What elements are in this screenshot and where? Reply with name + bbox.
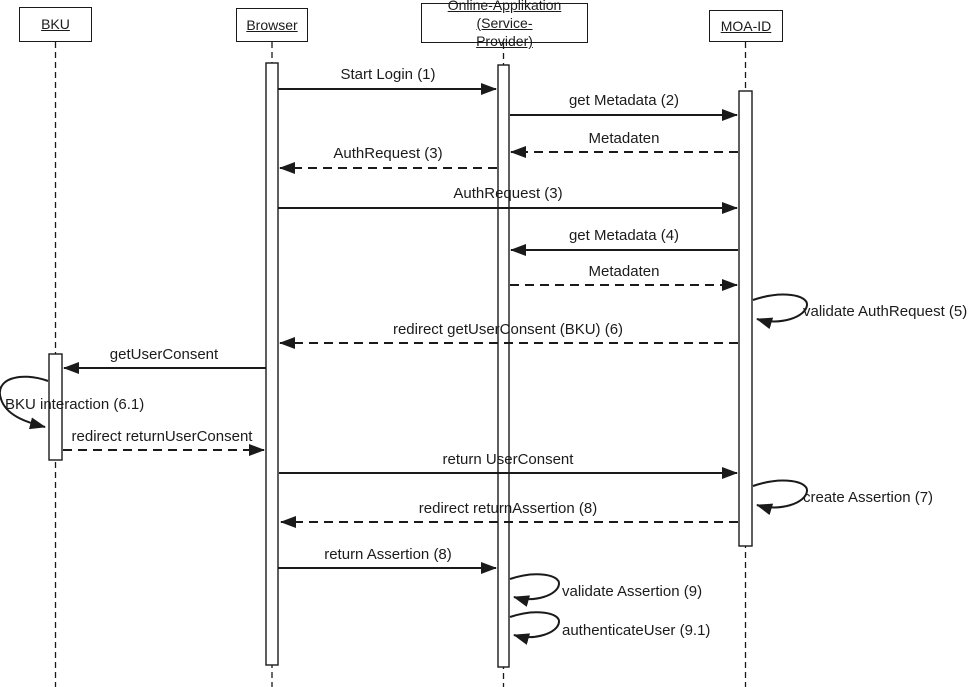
- actor-label-bku: BKU: [41, 16, 70, 33]
- message-label-return-assertion: return Assertion (8): [324, 546, 452, 563]
- selfloop-validate-assertion: [509, 573, 560, 607]
- message-label-authrequest-forward: AuthRequest (3): [453, 185, 563, 202]
- message-label-metadaten-2: Metadaten: [588, 263, 660, 280]
- selfloop-validate-authrequest: [752, 293, 808, 330]
- message-label-start-login: Start Login (1): [340, 66, 436, 83]
- actor-box-online-app: Online-Applikation (Service- Provider): [421, 0, 588, 49]
- actor-box-bku: BKU: [19, 7, 92, 42]
- activation-online-app: [497, 64, 510, 668]
- message-label-authrequest-redirect: AuthRequest (3): [333, 145, 443, 162]
- actor-box-moa-id: MOA-ID: [709, 10, 783, 42]
- activation-browser: [265, 62, 279, 666]
- selfloop-create-assertion: [752, 479, 808, 516]
- message-label-get-metadata-4: get Metadata (4): [568, 227, 680, 244]
- activation-bku: [48, 353, 63, 461]
- selfloop-authenticateuser: [509, 611, 560, 645]
- message-label-redirect-returnuserconsent: redirect returnUserConsent: [71, 428, 253, 445]
- actor-box-browser: Browser: [236, 8, 308, 42]
- message-label-authenticateuser: authenticateUser (9.1): [562, 622, 711, 639]
- message-label-validate-authrequest: validate AuthRequest (5): [803, 303, 968, 320]
- actor-label-browser: Browser: [246, 16, 298, 33]
- actor-label-moa-id: MOA-ID: [720, 17, 772, 34]
- activation-moa-id: [738, 90, 753, 547]
- message-label-redirect-getuserconsent: redirect getUserConsent (BKU) (6): [392, 321, 624, 338]
- selfloop-bku-interaction: [0, 375, 49, 430]
- message-label-getuserconsent: getUserConsent: [109, 346, 219, 363]
- message-label-return-userconsent: return UserConsent: [442, 451, 574, 468]
- message-label-redirect-returnassertion: redirect returnAssertion (8): [418, 500, 598, 517]
- message-label-metadaten-1: Metadaten: [588, 130, 660, 147]
- message-label-get-metadata-2: get Metadata (2): [568, 92, 680, 109]
- message-label-validate-assertion: validate Assertion (9): [562, 583, 703, 600]
- message-label-create-assertion: create Assertion (7): [803, 489, 934, 506]
- actor-label-online-app: Online-Applikation (Service- Provider): [447, 0, 562, 50]
- message-label-bku-interaction: BKU interaction (6.1): [5, 396, 145, 413]
